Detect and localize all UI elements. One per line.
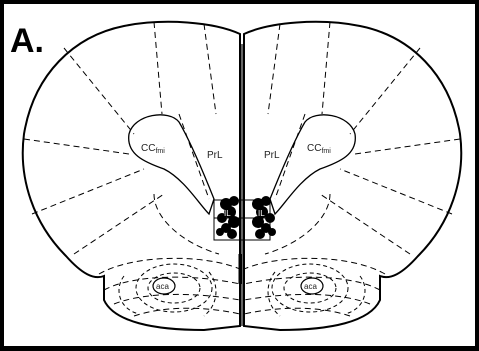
prl-left-label: PrL (207, 150, 223, 161)
ccfmi-right-label: CCfmi (307, 143, 331, 155)
il-left-label: IL (224, 209, 231, 218)
right-hemisphere-outline (244, 22, 461, 330)
left-hemisphere-outline (23, 22, 240, 330)
coronal-section-diagram: CCfmi CCfmi PrL PrL IL IL aca aca (4, 4, 475, 346)
ccfmi-left-outline (129, 115, 214, 214)
ccfmi-right-outline (270, 115, 355, 214)
aca-left-label: aca (156, 282, 169, 291)
right-region-boundaries (244, 22, 460, 316)
il-right-label: IL (258, 209, 265, 218)
prl-right-label: PrL (264, 150, 280, 161)
figure-panel: A. (4, 4, 475, 346)
ccfmi-left-label: CCfmi (141, 143, 165, 155)
aca-right-label: aca (304, 282, 317, 291)
left-region-boundaries (24, 22, 240, 316)
